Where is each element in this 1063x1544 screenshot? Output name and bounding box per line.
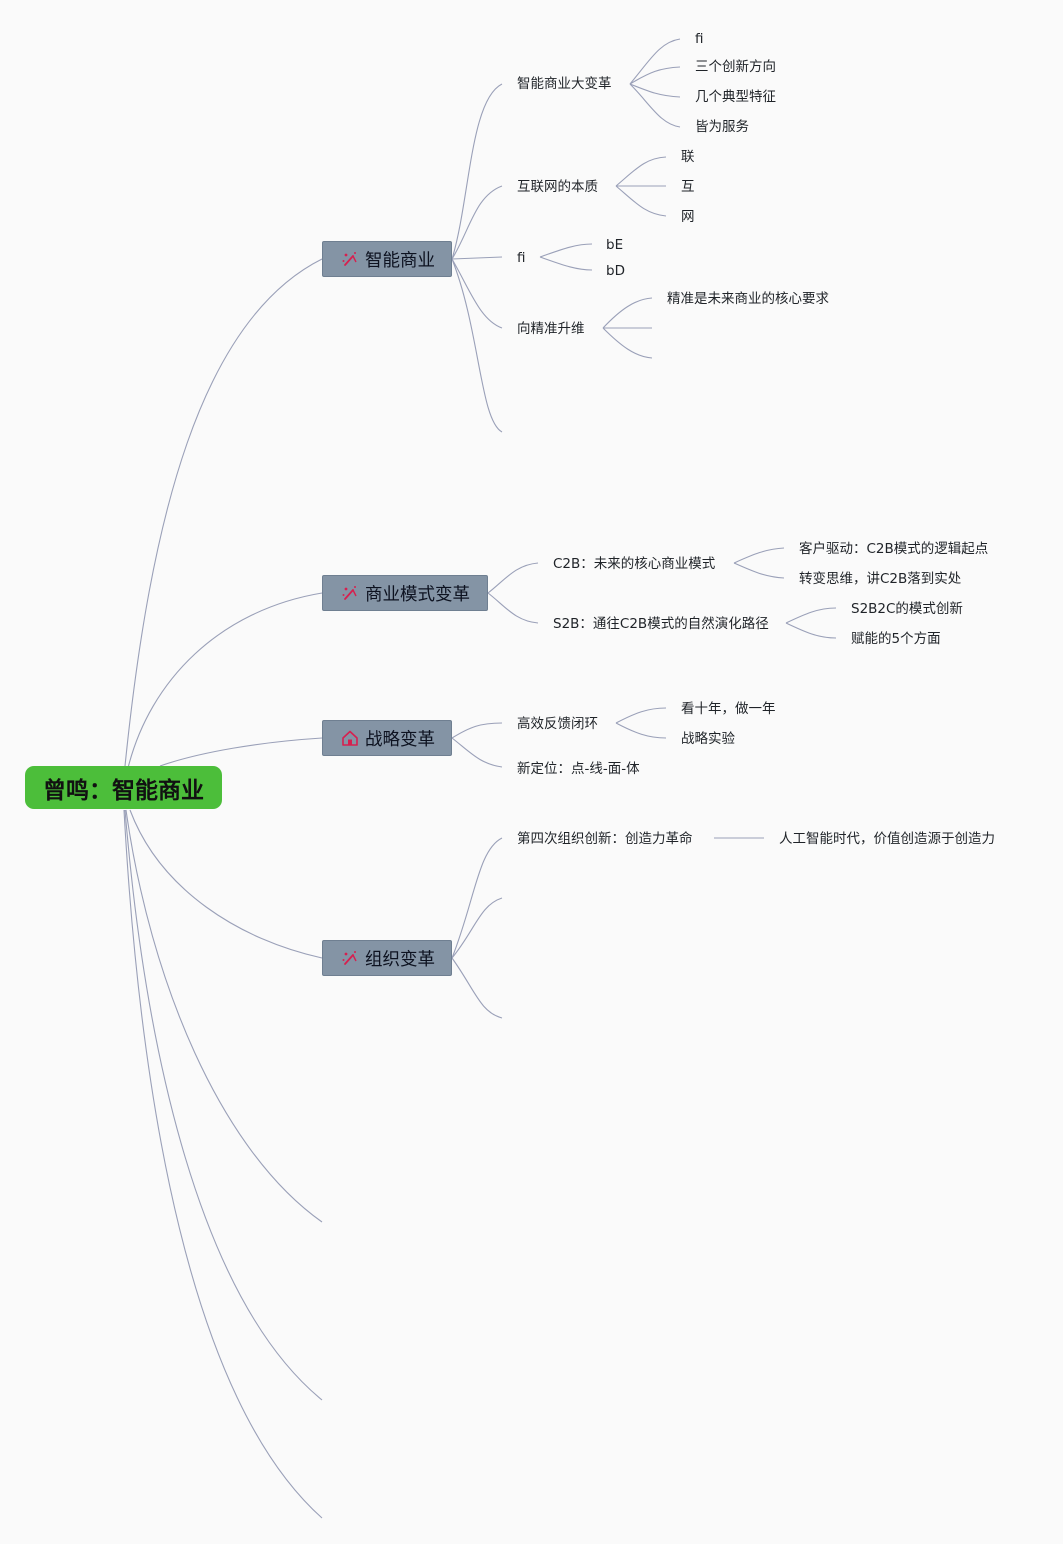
- branch-label: 组织变革: [365, 949, 435, 970]
- topic-three-innovation-directions[interactable]: 三个创新方向: [695, 59, 776, 75]
- branch-label: 智能商业: [365, 250, 435, 271]
- topic-feedback-loop[interactable]: 高效反馈闭环: [517, 716, 598, 732]
- topic-fi-1[interactable]: fi: [695, 31, 704, 47]
- topic-lian[interactable]: 联: [681, 149, 695, 165]
- topic-smart-business-revolution[interactable]: 智能商业大变革: [517, 76, 612, 92]
- link-b2-m2: [487, 592, 539, 624]
- link-m1-2: [733, 562, 785, 579]
- topic-new-positioning[interactable]: 新定位：点-线-面-体: [517, 761, 640, 777]
- topic-precision-upgrade[interactable]: 向精准升维: [517, 321, 585, 337]
- link-m2-2: [785, 622, 837, 639]
- link-b3-s1: [451, 722, 503, 739]
- link-n1-4: [629, 83, 681, 128]
- link-root-b4: [129, 809, 323, 959]
- topic-typical-features[interactable]: 几个典型特征: [695, 89, 776, 105]
- link-n2-1: [615, 156, 667, 187]
- topic-all-as-service[interactable]: 皆为服务: [695, 119, 749, 135]
- topic-s2b2c[interactable]: S2B2C的模式创新: [851, 601, 963, 617]
- branch-smart-business[interactable]: 智能商业: [322, 241, 452, 277]
- topic-internet-essence[interactable]: 互联网的本质: [517, 179, 598, 195]
- root-topic[interactable]: 曾鸣：智能商业: [25, 766, 222, 809]
- branch-strategy[interactable]: 战略变革: [322, 720, 452, 756]
- topic-bd[interactable]: bD: [606, 263, 625, 279]
- link-n4-1: [602, 297, 653, 329]
- link-b1-n3: [451, 256, 503, 260]
- link-b1-n1: [451, 83, 503, 260]
- link-s1-2: [615, 722, 667, 739]
- topic-ai-era-creativity[interactable]: 人工智能时代，价值创造源于创造力: [779, 831, 995, 847]
- topic-hu[interactable]: 互: [681, 179, 695, 195]
- link-n1-1: [629, 38, 681, 85]
- link-n1-3: [629, 83, 681, 98]
- link-n2-3: [615, 185, 667, 217]
- magic-wand-icon: [341, 584, 359, 602]
- topic-c2b[interactable]: C2B：未来的核心商业模式: [553, 556, 716, 572]
- link-n3-1: [539, 243, 593, 258]
- link-n3-2: [539, 256, 593, 271]
- link-n1-2: [629, 66, 681, 85]
- link-b1-n4: [451, 258, 503, 329]
- link-b1-empty: [451, 258, 503, 433]
- link-b4-empty-1: [451, 897, 503, 959]
- link-root-empty-1: [125, 809, 323, 1223]
- link-b1-n2: [451, 185, 503, 260]
- magic-wand-icon: [341, 949, 359, 967]
- topic-be[interactable]: bE: [606, 237, 624, 253]
- link-s1-1: [615, 707, 667, 724]
- link-m2-1: [785, 607, 837, 624]
- topic-ten-years-one-year[interactable]: 看十年，做一年: [681, 701, 776, 717]
- topic-strategy-experiment[interactable]: 战略实验: [681, 731, 735, 747]
- topic-customer-driven[interactable]: 客户驱动：C2B模式的逻辑起点: [799, 541, 989, 557]
- branch-label: 商业模式变革: [365, 584, 470, 605]
- topic-fourth-org-innovation[interactable]: 第四次组织创新：创造力革命: [517, 831, 693, 847]
- topic-fi-2[interactable]: fi: [517, 250, 526, 266]
- link-root-empty-2: [124, 809, 323, 1401]
- link-b3-s2: [451, 737, 503, 768]
- link-root-b1: [124, 258, 323, 767]
- branch-organization[interactable]: 组织变革: [322, 940, 452, 976]
- link-root-b2: [127, 592, 323, 769]
- topic-precision-core-requirement[interactable]: 精准是未来商业的核心要求: [667, 291, 829, 307]
- topic-five-aspects[interactable]: 赋能的5个方面: [851, 631, 941, 647]
- link-b4-o1: [451, 837, 503, 959]
- topic-change-thinking[interactable]: 转变思维，讲C2B落到实处: [799, 571, 962, 587]
- topic-wang[interactable]: 网: [681, 209, 695, 225]
- branch-business-model[interactable]: 商业模式变革: [322, 575, 488, 611]
- link-b4-empty-2: [451, 957, 503, 1019]
- link-b2-m1: [487, 562, 539, 594]
- home-icon: [341, 729, 359, 747]
- topic-s2b[interactable]: S2B：通往C2B模式的自然演化路径: [553, 616, 769, 632]
- link-root-b3: [159, 737, 323, 767]
- link-m1-1: [733, 547, 785, 564]
- branch-label: 战略变革: [365, 729, 435, 750]
- link-root-empty-3: [123, 809, 323, 1519]
- magic-wand-icon: [341, 250, 359, 268]
- link-n4-3: [602, 327, 653, 359]
